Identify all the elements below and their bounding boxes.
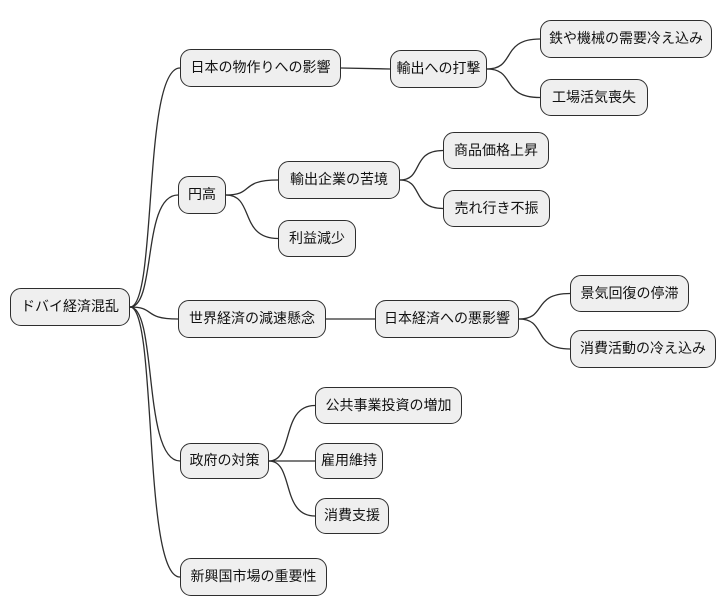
mindmap-node-steel-machinery-demand[interactable]: 鉄や機械の需要冷え込み xyxy=(540,20,712,58)
mindmap-node-slow-sales[interactable]: 売れ行き不振 xyxy=(443,190,550,227)
mindmap-node-public-works-investment[interactable]: 公共事業投資の増加 xyxy=(315,387,462,424)
mindmap-node-factory-vitality-loss[interactable]: 工場活気喪失 xyxy=(540,79,648,116)
mindmap-node-emerging-markets[interactable]: 新興国市場の重要性 xyxy=(180,558,327,596)
mindmap-node-price-rise[interactable]: 商品価格上昇 xyxy=(443,132,549,169)
mindmap-node-global-slowdown-concern[interactable]: 世界経済の減速懸念 xyxy=(178,300,326,338)
mindmap-node-japan-economy-impact[interactable]: 日本経済への悪影響 xyxy=(375,300,519,338)
mindmap-node-recovery-stagnation[interactable]: 景気回復の停滞 xyxy=(570,275,689,312)
mindmap-node-consumption-cooling[interactable]: 消費活動の冷え込み xyxy=(570,330,716,368)
mindmap-node-manufacturing-impact[interactable]: 日本の物作りへの影響 xyxy=(180,49,341,87)
mindmap-node-employment-maintenance[interactable]: 雇用維持 xyxy=(315,443,383,479)
mindmap-node-exporter-hardship[interactable]: 輸出企業の苦境 xyxy=(278,161,400,199)
mindmap-node-export-blow[interactable]: 輸出への打撃 xyxy=(390,50,487,88)
mindmap-node-consumption-support[interactable]: 消費支援 xyxy=(315,498,389,534)
mindmap-node-root[interactable]: ドバイ経済混乱 xyxy=(10,288,130,326)
mindmap-node-profit-decline[interactable]: 利益減少 xyxy=(278,220,356,257)
mindmap-node-government-measures[interactable]: 政府の対策 xyxy=(180,443,269,479)
mindmap-node-strong-yen[interactable]: 円高 xyxy=(178,176,226,214)
